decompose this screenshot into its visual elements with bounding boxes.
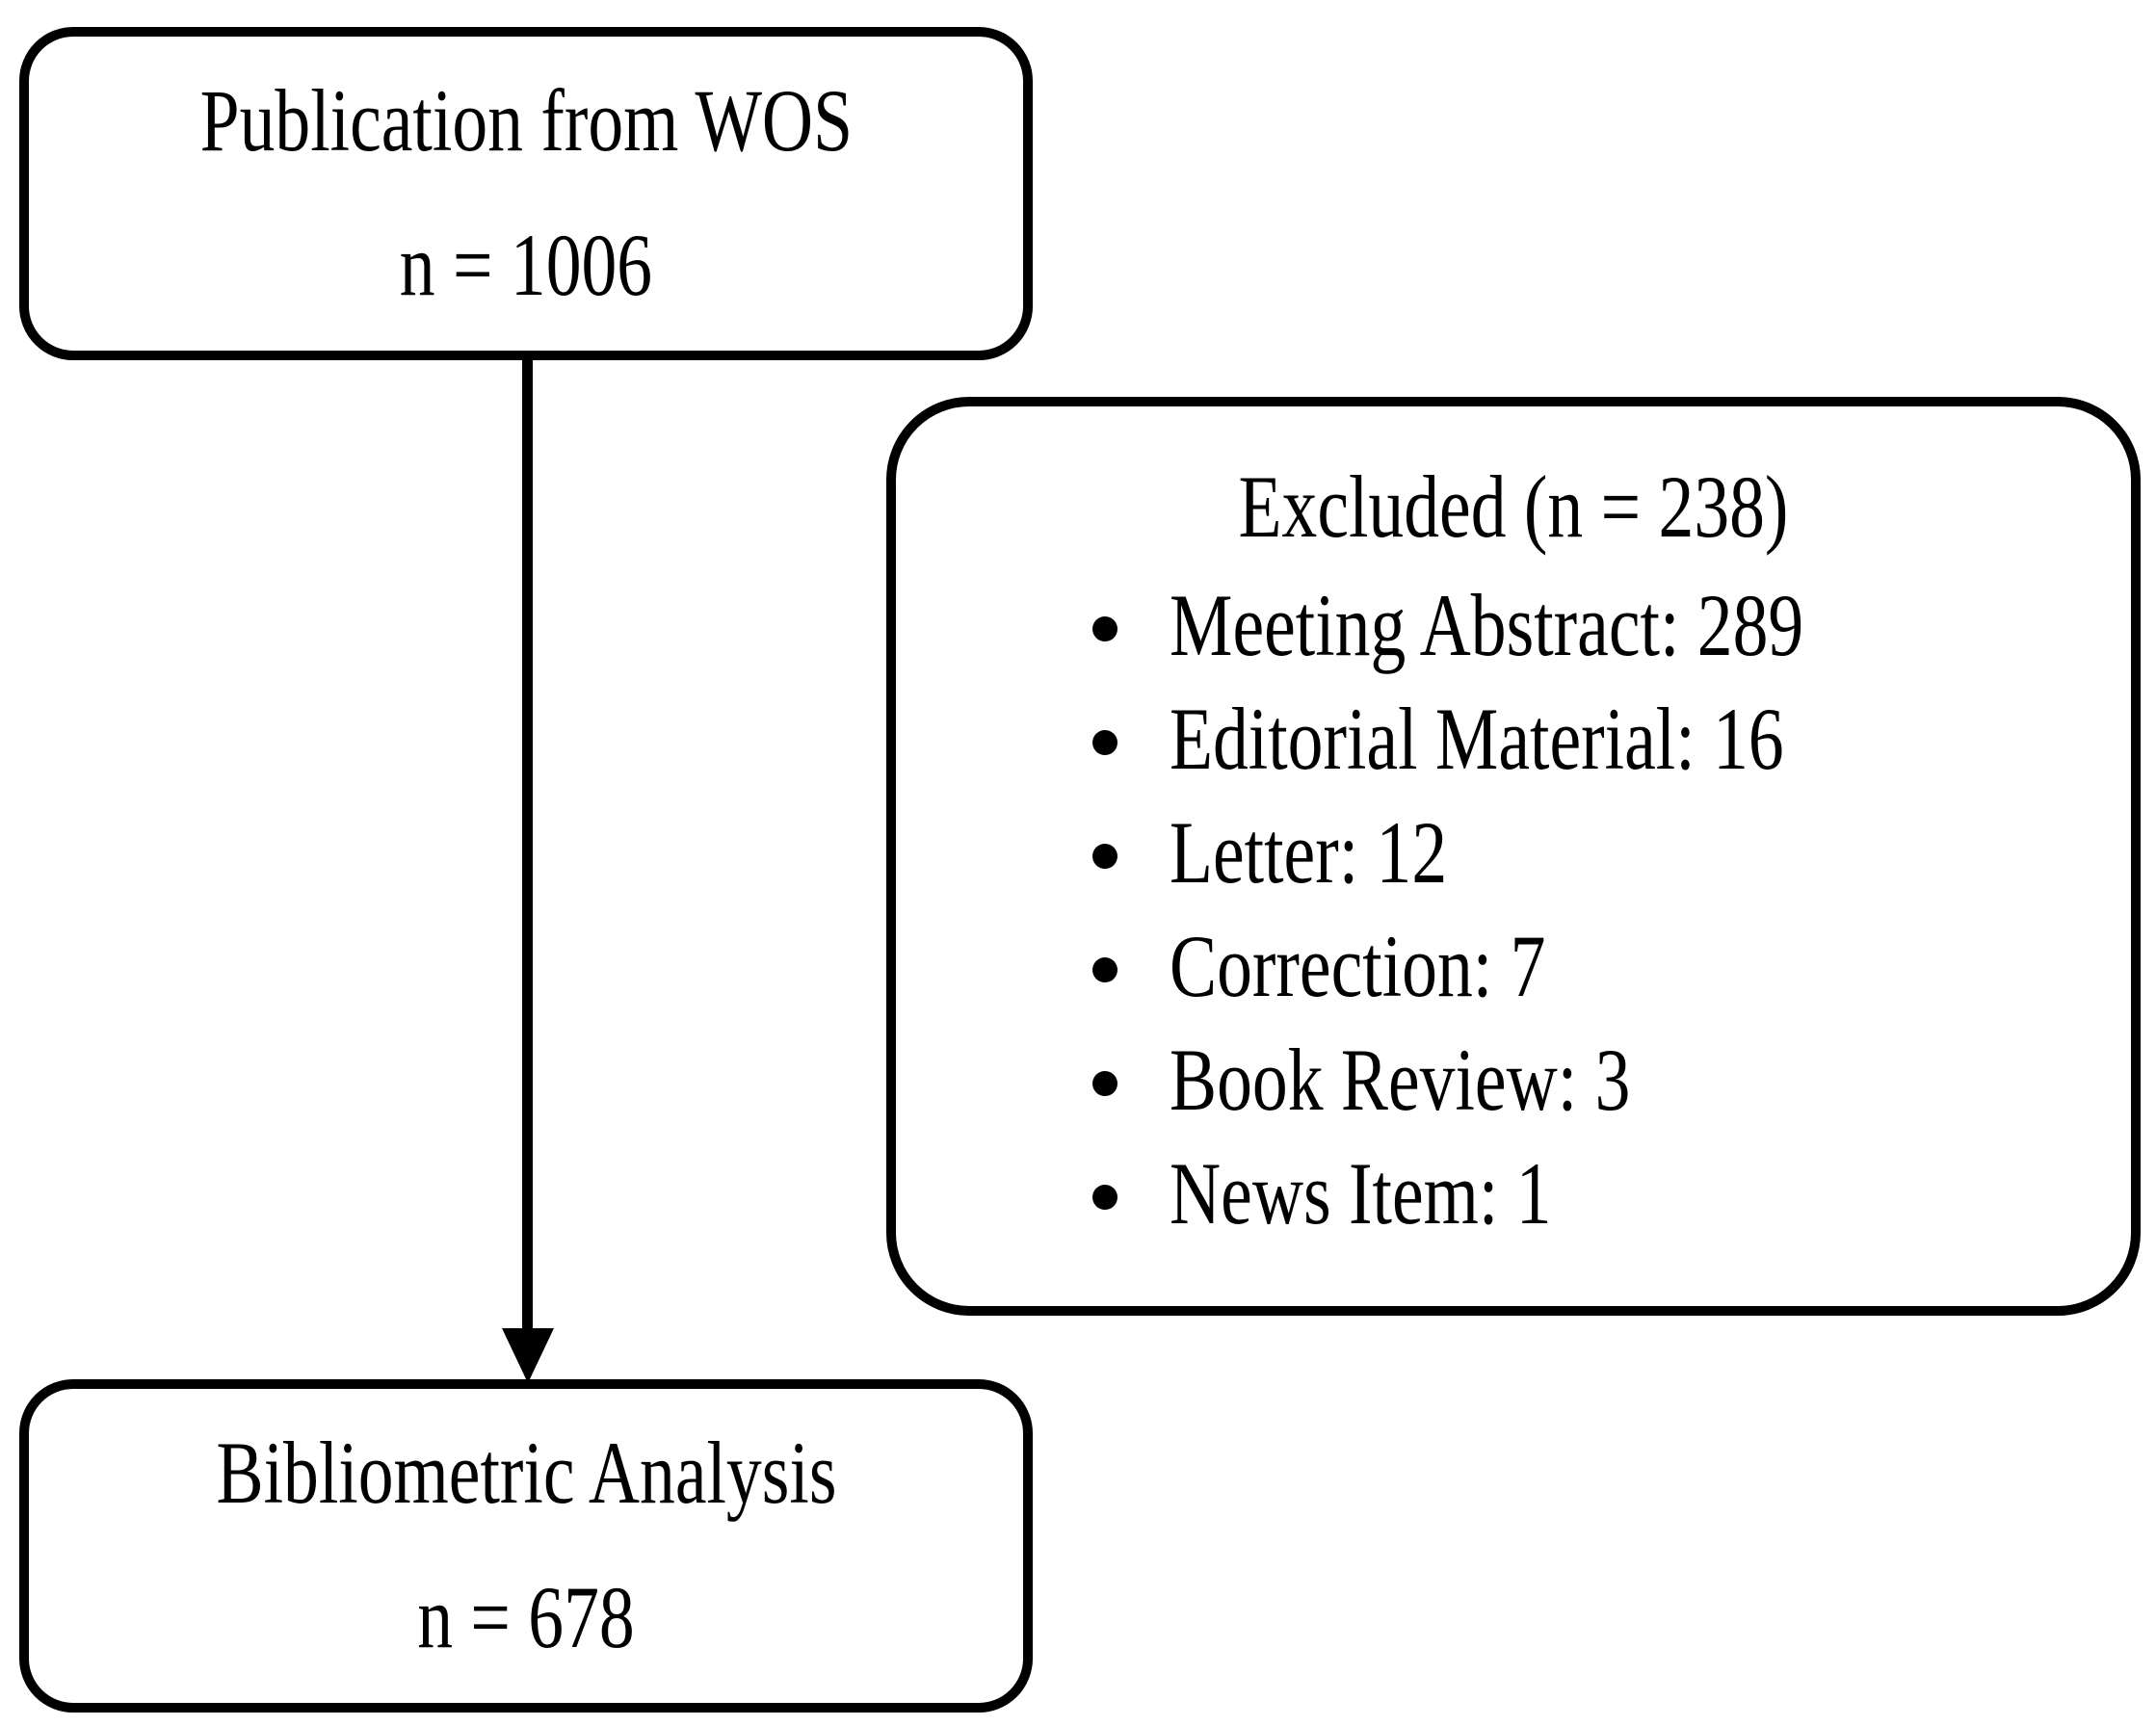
excluded-reasons-list: Meeting Abstract: 289 Editorial Material… bbox=[1085, 568, 1962, 1250]
bullet-icon bbox=[1092, 616, 1117, 641]
source-publication-box: Publication from WOS n = 1006 bbox=[19, 27, 1033, 360]
excluded-item-label: Editorial Material: 16 bbox=[1170, 690, 1784, 788]
connector-arrow-shaft bbox=[522, 357, 533, 1336]
list-item: Editorial Material: 16 bbox=[1085, 682, 1962, 796]
excluded-item-label: Book Review: 3 bbox=[1170, 1031, 1631, 1129]
excluded-item-label: Correction: 7 bbox=[1170, 917, 1546, 1015]
excluded-item-label: News Item: 1 bbox=[1170, 1144, 1552, 1242]
connector-arrow-head-icon bbox=[502, 1328, 554, 1383]
bullet-icon bbox=[1092, 1071, 1117, 1096]
bullet-icon bbox=[1092, 730, 1117, 755]
excluded-item-label: Letter: 12 bbox=[1170, 803, 1448, 902]
result-box-title: Bibliometric Analysis bbox=[216, 1424, 836, 1523]
bullet-icon bbox=[1092, 844, 1117, 869]
source-box-count: n = 1006 bbox=[399, 216, 653, 314]
list-item: Book Review: 3 bbox=[1085, 1023, 1962, 1137]
list-item: Letter: 12 bbox=[1085, 796, 1962, 909]
source-box-title: Publication from WOS bbox=[199, 71, 853, 170]
excluded-records-box: Excluded (n = 238) Meeting Abstract: 289… bbox=[886, 397, 2141, 1316]
bullet-icon bbox=[1092, 957, 1117, 982]
excluded-box-content: Excluded (n = 238) Meeting Abstract: 289… bbox=[896, 406, 2131, 1306]
result-analysis-box: Bibliometric Analysis n = 678 bbox=[19, 1379, 1033, 1713]
list-item: Meeting Abstract: 289 bbox=[1085, 568, 1962, 682]
excluded-item-label: Meeting Abstract: 289 bbox=[1170, 576, 1804, 674]
bullet-icon bbox=[1092, 1185, 1117, 1210]
list-item: News Item: 1 bbox=[1085, 1137, 1962, 1250]
result-box-count: n = 678 bbox=[417, 1568, 635, 1666]
list-item: Correction: 7 bbox=[1085, 909, 1962, 1023]
excluded-box-heading: Excluded (n = 238) bbox=[1238, 458, 1789, 556]
